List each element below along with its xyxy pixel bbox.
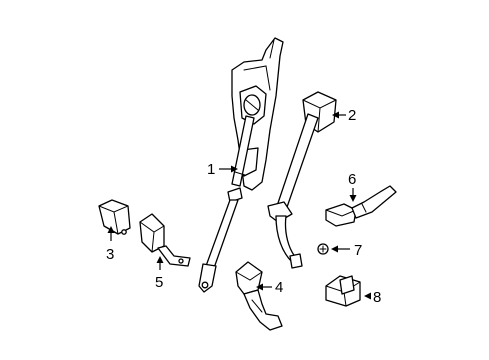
part-7-bolt <box>317 243 329 255</box>
callout-3: 3 <box>106 246 114 263</box>
leader-6 <box>349 188 357 202</box>
leader-1 <box>219 165 238 173</box>
callout-6: 6 <box>348 171 356 188</box>
part-4-buckle-assembly <box>235 261 283 331</box>
part-3-anchor-bracket <box>98 199 131 235</box>
part-1-seat-belt-retractor <box>198 37 284 293</box>
leader-2 <box>332 111 346 119</box>
leader-7 <box>331 245 350 253</box>
callout-4: 4 <box>275 279 283 296</box>
part-8-cover <box>325 275 361 307</box>
leader-4 <box>256 283 272 291</box>
part-2-side-belt-assembly <box>267 91 337 269</box>
callout-2: 2 <box>348 107 356 124</box>
leader-3 <box>107 226 115 241</box>
leader-8 <box>364 292 371 300</box>
callout-1: 1 <box>207 161 215 178</box>
part-6-tongue-strap <box>325 185 397 227</box>
callout-8: 8 <box>373 289 381 306</box>
leader-5 <box>156 256 164 270</box>
part-5-buckle-stalk <box>139 213 191 267</box>
callout-7: 7 <box>354 242 362 259</box>
callout-5: 5 <box>155 274 163 291</box>
